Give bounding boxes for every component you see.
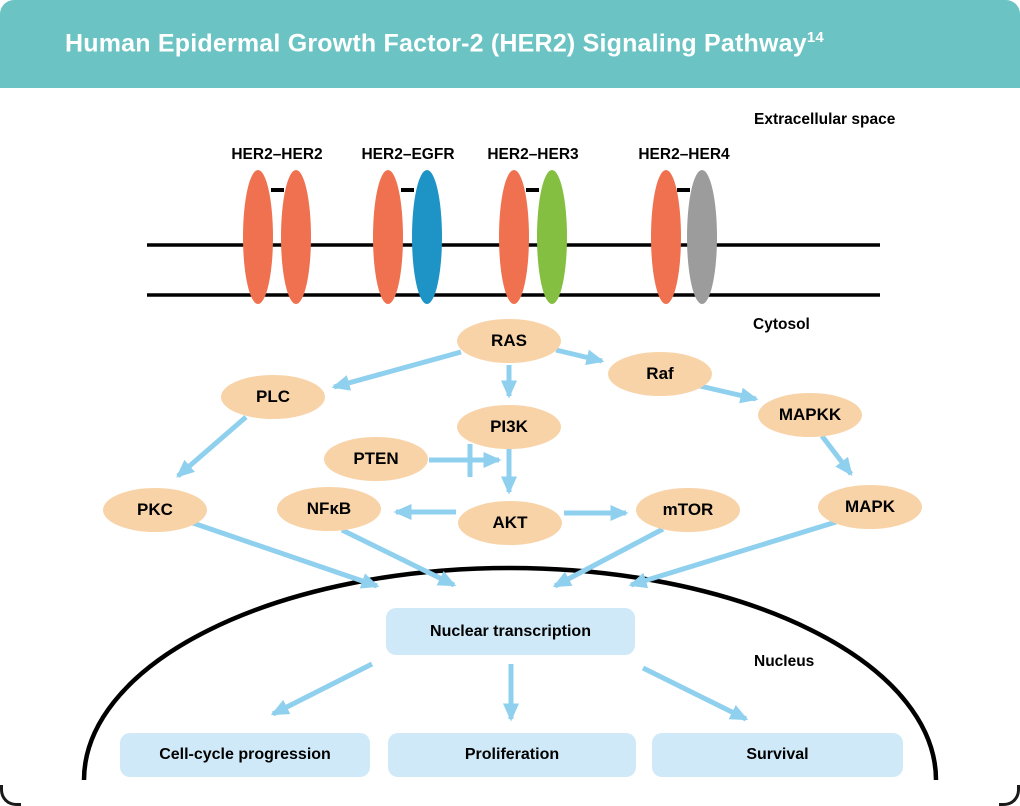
signal-arrows <box>176 347 853 722</box>
node-mapkk: MAPKK <box>758 393 862 437</box>
edge-nt-cellcycle <box>270 661 374 717</box>
edge-mapk-nt <box>628 519 837 589</box>
header-banner: Human Epidermal Growth Factor-2 (HER2) S… <box>0 0 1020 88</box>
her2-receptor-oval <box>281 170 311 304</box>
her2-receptor-oval <box>499 170 529 304</box>
her2-receptor-oval <box>651 170 681 304</box>
extracellular-space-label: Extracellular space <box>754 111 896 128</box>
her2-her3-label: HER2–HER3 <box>487 146 579 163</box>
card-corner-bottom-left <box>0 785 21 806</box>
node-nfkb: NFκB <box>277 487 381 531</box>
node-mtor: mTOR <box>636 488 740 532</box>
node-mapk: MAPK <box>818 485 922 529</box>
edge-nfkb-nt <box>340 527 457 588</box>
edge-mtor-nt <box>552 526 665 589</box>
edge-raf-mapkk <box>699 383 759 404</box>
node-raf: Raf <box>608 352 712 396</box>
survival-box: Survival <box>652 733 903 777</box>
edge-pkc-nt <box>189 519 380 589</box>
cytosol-label: Cytosol <box>753 316 810 333</box>
node-pkc: PKC <box>103 488 207 532</box>
edge-ras-plc <box>331 349 462 391</box>
node-plc: PLC <box>221 375 325 419</box>
edge-nt-survival <box>641 665 749 722</box>
node-akt: AKT <box>458 501 562 545</box>
her2-her4-label: HER2–HER4 <box>638 146 730 163</box>
edge-ras-raf <box>555 347 605 366</box>
proliferation-box: Proliferation <box>388 733 636 777</box>
nucleus-membrane-arc <box>81 565 939 781</box>
page-title: Human Epidermal Growth Factor-2 (HER2) S… <box>65 29 824 58</box>
nuclear-transcription-box: Nuclear transcription <box>386 608 635 655</box>
nucleus-label: Nucleus <box>754 653 815 670</box>
her2-egfr-label: HER2–EGFR <box>361 146 455 163</box>
reference-superscript: 14 <box>806 29 824 47</box>
page-title-text: Human Epidermal Growth Factor-2 (HER2) S… <box>65 29 807 58</box>
node-ras: RAS <box>457 319 561 363</box>
node-pten: PTEN <box>324 437 428 481</box>
her2-receptor-oval <box>373 170 403 304</box>
edge-mapkk-mapk <box>820 434 853 476</box>
her2-receptor-oval <box>243 170 273 304</box>
edge-plc-pkc <box>176 415 248 478</box>
node-pi3k: PI3K <box>457 405 561 449</box>
cell-cycle-progression-box: Cell-cycle progression <box>120 733 370 777</box>
her4-receptor-oval <box>687 170 717 304</box>
her2-her2-label: HER2–HER2 <box>231 146 323 163</box>
her3-receptor-oval <box>537 170 567 304</box>
egfr-receptor-oval <box>412 170 442 304</box>
card-corner-bottom-right <box>999 785 1020 806</box>
